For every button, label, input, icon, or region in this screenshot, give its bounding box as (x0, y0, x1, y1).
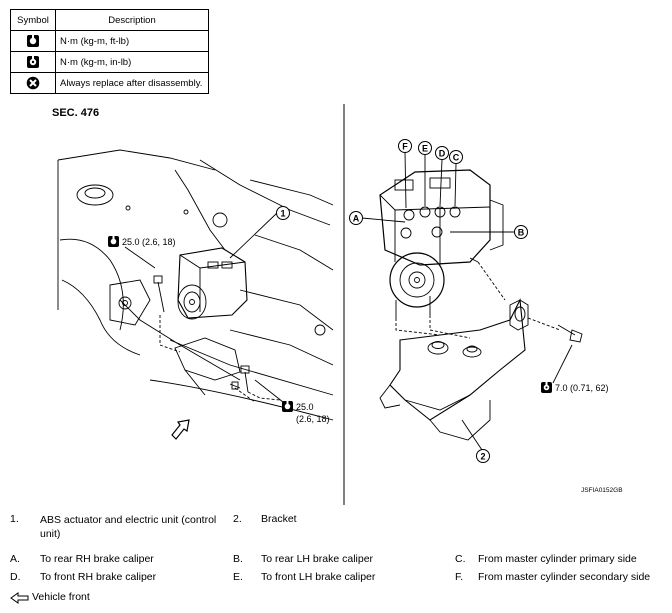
section-label: SEC. 476 (52, 107, 100, 119)
callout-c (449, 150, 463, 164)
torque-ft-lb-icon (282, 401, 293, 412)
legend-text-2: Bracket (261, 513, 297, 525)
torque-ft-lb-icon (27, 35, 39, 47)
vehicle-front-arrow-icon (171, 419, 190, 440)
callout-a-text: A (353, 214, 360, 224)
torque-in-lb-icon (541, 382, 552, 393)
figure-code: JSFIA0152GB (581, 487, 623, 494)
torque-value-upper-left: 25.0 (2.6, 18) (122, 237, 176, 247)
callout-a (349, 211, 363, 225)
callout-c-text: C (453, 153, 460, 163)
torque-in-lb-icon (27, 56, 39, 68)
torque-value-lower-2: (2.6, 18) (296, 414, 330, 424)
callout-b (514, 225, 528, 239)
callout-b-text: B (518, 228, 525, 238)
legend-text-d: To front RH brake caliper (40, 571, 157, 583)
callout-1 (276, 206, 290, 220)
vehicle-front-label: Vehicle front (32, 591, 90, 603)
legend-num-2: 2. (233, 513, 242, 525)
callout-f (398, 139, 412, 153)
legend-key-d: D. (10, 571, 21, 583)
legend-num-1: 1. (10, 513, 19, 525)
legend-text-a: To rear RH brake caliper (40, 553, 154, 565)
legend-text-b: To rear LH brake caliper (261, 553, 374, 565)
legend-text-c: From master cylinder primary side (478, 553, 637, 565)
callout-f-text: F (402, 142, 408, 152)
legend-key-a: A. (10, 553, 20, 565)
callout-1-text: 1 (280, 209, 285, 219)
torque-value-lower: 25.0 (296, 402, 314, 412)
table-row: N·m (kg-m, ft-lb) (10, 30, 209, 52)
legend-text-e: To front LH brake caliper (261, 571, 376, 583)
legend-key-f: F. (455, 571, 464, 583)
torque-ft-lb-icon (108, 236, 119, 247)
vehicle-front-icon (10, 591, 30, 604)
callout-e (418, 141, 432, 155)
callout-2-text: 2 (480, 452, 485, 462)
table-row: Always replace after disassembly. (10, 72, 209, 94)
legend-key-b: B. (233, 553, 243, 565)
symbol-table: Symbol Description N·m (kg-m, ft-lb) N·m… (10, 9, 209, 94)
symbol-description: Always replace after disassembly. (55, 72, 209, 94)
legend-key-c: C. (455, 553, 466, 565)
callout-d (435, 146, 449, 160)
legend-key-e: E. (233, 571, 243, 583)
callout-d-text: D (439, 149, 446, 159)
legend-text-1: ABS actuator and electric unit (control … (40, 514, 217, 540)
replace-icon (26, 76, 40, 90)
callout-2 (476, 449, 490, 463)
legend-text-f: From master cylinder secondary side (478, 571, 651, 583)
callout-e-text: E (422, 144, 428, 154)
torque-value-right: 7.0 (0.71, 62) (555, 383, 609, 393)
